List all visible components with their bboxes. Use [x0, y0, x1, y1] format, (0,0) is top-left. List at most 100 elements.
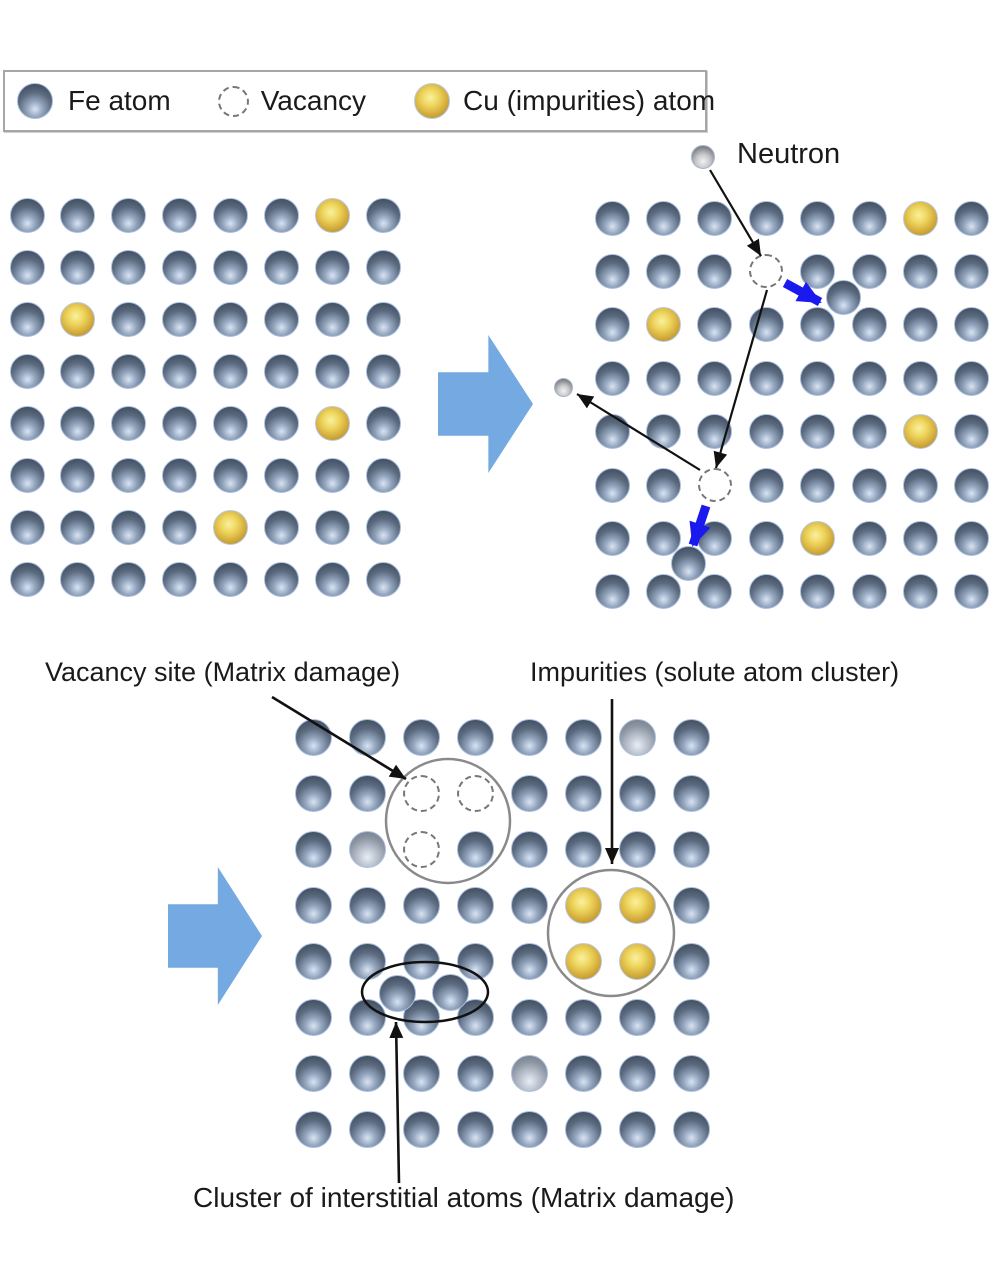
- vacancy-cluster-circle: [384, 757, 512, 885]
- fe-atom: [456, 886, 494, 924]
- fe-atom: [9, 458, 45, 493]
- fe-atom: [365, 353, 401, 389]
- fe-atom: [954, 467, 990, 503]
- cu-atom: [645, 307, 681, 343]
- fe-atom: [111, 562, 147, 598]
- legend-label-cu: Cu (impurities) atom: [463, 85, 716, 116]
- fe-atom: [672, 1110, 710, 1148]
- vacancy-marker: [697, 468, 732, 502]
- cu-cluster-circle: [546, 868, 676, 998]
- fe-atom: [851, 360, 887, 396]
- fe-atom: [402, 1110, 440, 1148]
- fe-atom: [902, 253, 938, 289]
- fe-atom: [402, 886, 440, 924]
- fe-atom: [294, 886, 332, 924]
- fe-atom: [162, 353, 198, 389]
- cu-atom: [60, 301, 96, 337]
- fe-atom: [697, 574, 733, 610]
- fe-atom: [60, 562, 96, 598]
- fe-atom: [748, 520, 784, 556]
- fe-atom: [9, 249, 45, 285]
- fe-atom: [564, 830, 602, 868]
- fe-atom: [672, 830, 710, 868]
- fe-atom: [60, 197, 96, 233]
- fe-atom: [594, 574, 630, 610]
- vacancy-marker: [456, 774, 494, 812]
- fe-atom: [697, 414, 733, 450]
- fe-atom: [954, 307, 990, 343]
- fe-atom: [162, 562, 198, 598]
- fe-atom: [564, 1110, 602, 1148]
- fe-atom: [800, 253, 836, 289]
- fe-atom: [111, 353, 147, 389]
- fe-atom: [902, 467, 938, 503]
- fe-atom: [264, 510, 299, 546]
- fe-atom: [510, 886, 548, 924]
- fe-atom: [213, 197, 249, 233]
- fe-atom: [510, 1054, 548, 1092]
- fe-atom: [264, 197, 299, 233]
- vacancy-icon: [217, 85, 249, 117]
- fe-atom: [348, 998, 386, 1036]
- fe-atom: [510, 830, 548, 868]
- fe-atom: [672, 774, 710, 812]
- fe-atom: [594, 467, 630, 503]
- fe-atom: [213, 353, 249, 389]
- fe-atom: [314, 510, 350, 546]
- interstitial-cluster-label: Cluster of interstitial atoms (Matrix da…: [193, 1182, 735, 1213]
- fe-atom: [564, 998, 602, 1036]
- fe-atom: [402, 718, 440, 756]
- fe-atom: [645, 520, 681, 556]
- fe-atom: [213, 562, 249, 598]
- fe-atom: [645, 253, 681, 289]
- interstitial-atom: [378, 974, 416, 1012]
- fe-atom: [851, 200, 887, 236]
- fe-atom: [594, 520, 630, 556]
- fe-atom: [294, 998, 332, 1036]
- fe-atom: [902, 307, 938, 343]
- fe-atom: [748, 200, 784, 236]
- fe-atom: [365, 405, 401, 441]
- fe-atom: [264, 405, 299, 441]
- vacancy-site-label: Vacancy site (Matrix damage): [45, 657, 401, 687]
- fe-atom: [618, 1110, 656, 1148]
- fe-atom: [902, 360, 938, 396]
- fe-atom: [111, 458, 147, 493]
- fe-atom: [365, 197, 401, 233]
- fe-atom: [111, 301, 147, 337]
- cu-atom: [213, 510, 249, 546]
- fe-atom: [851, 574, 887, 610]
- fe-atom: [618, 830, 656, 868]
- fe-atom: [645, 574, 681, 610]
- transform-arrow-bottom-icon: [168, 867, 262, 1005]
- fe-atom: [111, 405, 147, 441]
- fe-atom: [456, 1110, 494, 1148]
- fe-atom: [365, 562, 401, 598]
- legend-label-fe: Fe atom: [68, 85, 171, 116]
- fe-atom: [294, 1110, 332, 1148]
- fe-atom: [9, 510, 45, 546]
- legend-item-cu: Cu (impurities) atom: [414, 83, 715, 119]
- fe-atom: [594, 200, 630, 236]
- cu-atom-icon: [414, 83, 451, 119]
- neutron-sphere: [691, 145, 715, 169]
- fe-atom: [851, 467, 887, 503]
- fe-atom: [594, 414, 630, 450]
- fe-atom: [60, 353, 96, 389]
- fe-atom: [954, 253, 990, 289]
- vacancy-marker: [749, 254, 784, 289]
- fe-atom: [264, 249, 299, 285]
- fe-atom: [348, 1054, 386, 1092]
- vacancy-marker: [402, 830, 440, 868]
- interstitial-pointer-arrow: [389, 1021, 404, 1184]
- fe-atom: [456, 942, 494, 980]
- fe-atom: [800, 200, 836, 236]
- fe-atom: [800, 307, 836, 343]
- legend: Fe atom Vacancy Cu (impurities) atom: [3, 70, 715, 132]
- fe-atom: [510, 774, 548, 812]
- cu-atom: [902, 200, 938, 236]
- fe-atom: [954, 200, 990, 236]
- fe-atom: [564, 774, 602, 812]
- cu-atom: [618, 942, 656, 980]
